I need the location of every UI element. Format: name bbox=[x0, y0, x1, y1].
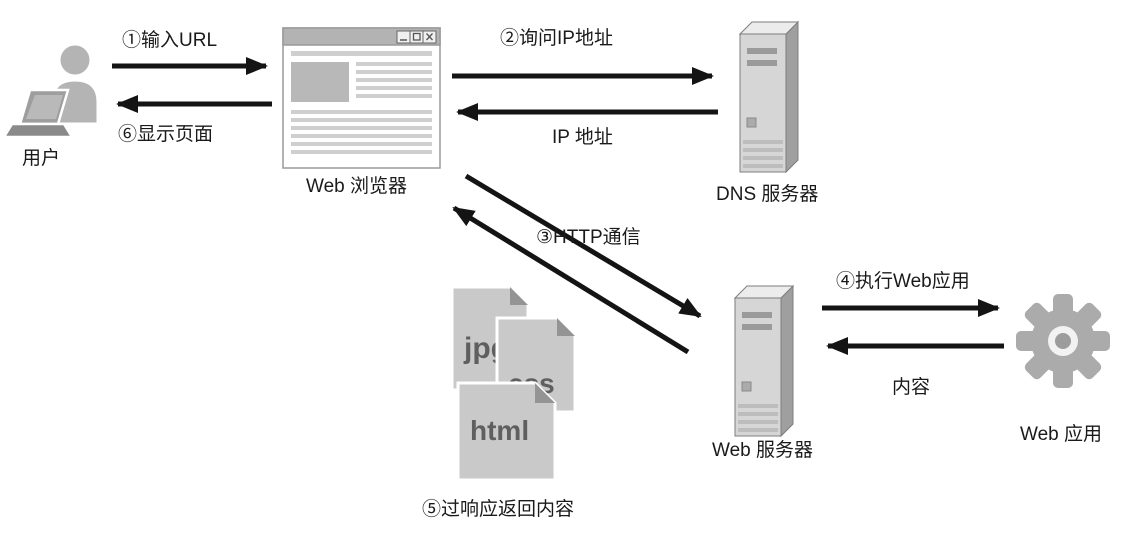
file-html-label: html bbox=[470, 415, 529, 446]
window-controls-icon bbox=[396, 30, 437, 44]
edge-label-step3-http: ③HTTP通信 bbox=[536, 227, 641, 248]
arrow-step3-http-response bbox=[452, 205, 690, 355]
user-icon bbox=[1, 42, 100, 139]
web-server-icon bbox=[734, 285, 794, 437]
arrow-step3-http-request bbox=[464, 173, 702, 319]
edge-label-step4-exec-app: ④执行Web应用 bbox=[836, 271, 970, 292]
browser-icon bbox=[282, 27, 441, 169]
dns-server-label: DNS 服务器 bbox=[716, 184, 819, 205]
edge-label-step5-response: ⑤过响应返回内容 bbox=[422, 499, 575, 520]
edge-label-ip-address: IP 地址 bbox=[552, 127, 613, 148]
edge-label-step2-ask-ip: ②询问IP地址 bbox=[500, 28, 613, 49]
maximize-icon bbox=[412, 32, 421, 41]
user-label: 用户 bbox=[22, 148, 61, 169]
laptop-icon bbox=[1, 88, 75, 139]
file-html-icon bbox=[456, 381, 557, 482]
browser-label: Web 浏览器 bbox=[306, 176, 408, 197]
arrows bbox=[112, 57, 1004, 355]
dns-server-icon bbox=[739, 21, 799, 173]
edge-label-content: 内容 bbox=[892, 377, 931, 398]
edge-label-step6-display: ⑥显示页面 bbox=[118, 124, 214, 145]
web-app-label: Web 应用 bbox=[1020, 424, 1103, 445]
edge-label-step1-input-url: ①输入URL bbox=[122, 30, 218, 51]
webapp-gear-icon bbox=[1016, 294, 1110, 388]
close-icon bbox=[426, 33, 433, 41]
files-icon: jpg css html bbox=[450, 285, 577, 482]
web-server-label: Web 服务器 bbox=[712, 440, 814, 461]
browser-page-content bbox=[291, 51, 432, 154]
